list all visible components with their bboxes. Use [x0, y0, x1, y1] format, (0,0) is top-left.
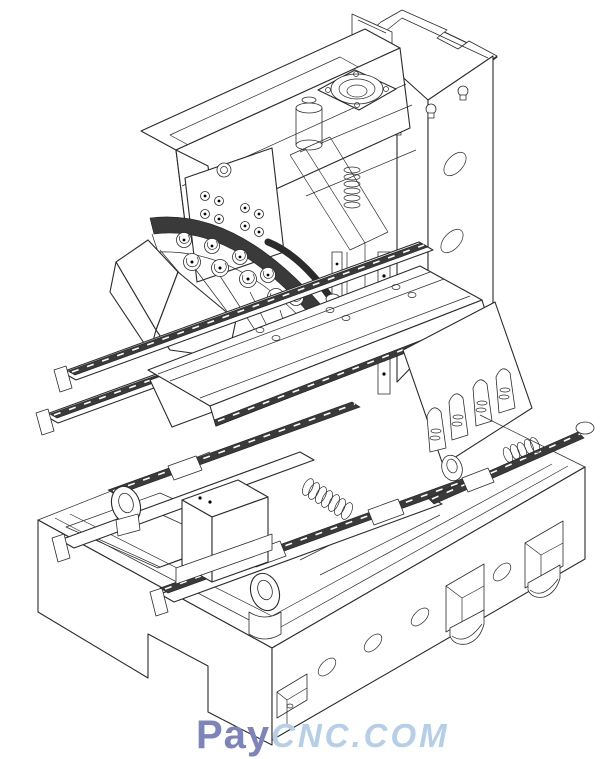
head-truss [289, 136, 389, 298]
column-skirt [402, 301, 533, 466]
table-bolt-holes [255, 284, 417, 341]
eye-bolt-icon [216, 162, 232, 178]
skirt-arch-slots [426, 368, 516, 453]
z-motor-flange [317, 69, 397, 111]
corner-pocket [276, 673, 308, 724]
spring-icon [343, 166, 361, 209]
base-oval-holes [317, 562, 512, 677]
coil-springs [302, 437, 541, 520]
watermark-brand-text: Pay [196, 713, 270, 757]
watermark-suffix-text: CNC.COM [271, 717, 450, 754]
machine-base [37, 414, 586, 746]
leveling-foot [449, 564, 561, 645]
watermark: Pay CNC.COM [196, 713, 450, 757]
head-bolts [200, 191, 264, 237]
lifting-rings [110, 454, 463, 640]
cylinder-unit [295, 96, 323, 151]
servo-motor-box [175, 479, 273, 585]
